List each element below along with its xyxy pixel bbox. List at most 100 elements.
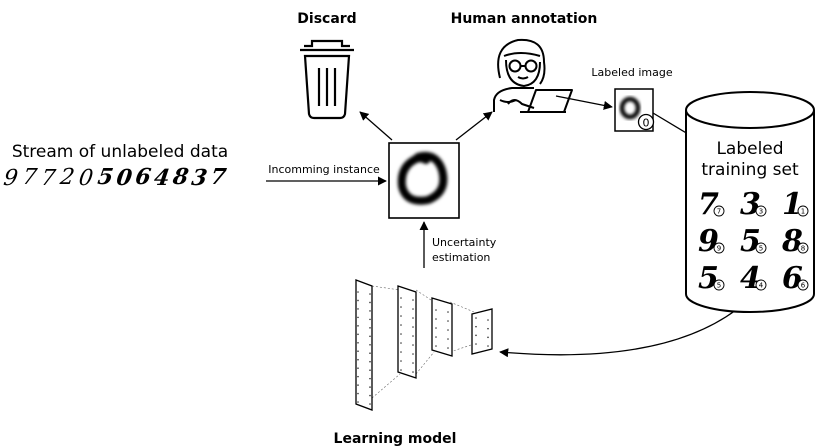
training-digit: 5: [740, 224, 761, 259]
training-digit: 4: [740, 261, 761, 296]
labeled-image-badge: 0: [643, 117, 650, 130]
training-digit: 5: [698, 261, 719, 296]
stream-digit: 4: [152, 165, 171, 191]
stream-digit: 7: [209, 164, 229, 190]
labeled-image-label: Labeled image: [591, 66, 672, 79]
stream-digit: 0: [77, 165, 95, 191]
stream-digit: 7: [40, 165, 59, 191]
training-label-text: 8: [801, 245, 805, 253]
neuron-dot: [447, 347, 449, 349]
neuron-dot: [357, 392, 359, 395]
training-label-text: 9: [717, 245, 721, 253]
neuron-dot: [412, 299, 414, 301]
neuron-dot: [369, 343, 371, 346]
neuron-dot: [400, 306, 402, 308]
training-digit: 9: [698, 224, 719, 259]
neuron-dot: [412, 308, 414, 310]
neuron-dot: [412, 317, 414, 319]
uncertainty-label-1: Uncertainty: [432, 236, 497, 249]
training-label-badge: [713, 279, 725, 291]
neuron-dot: [447, 329, 449, 331]
stream-digits: 0977205064837: [0, 164, 228, 191]
training-label-text: 7: [717, 208, 721, 216]
neuron-dot: [412, 362, 414, 364]
neuron-dot: [487, 327, 489, 330]
discard-arrow: [359, 111, 393, 141]
uncertainty-label-2: estimation: [432, 251, 490, 264]
training-digit: 1: [782, 187, 803, 222]
training-label-text: 4: [759, 282, 764, 290]
neuron-dot: [400, 351, 402, 353]
neuron-dot: [369, 386, 371, 388]
stream-digit: 0: [115, 165, 135, 191]
neuron-dot: [357, 384, 359, 386]
neuron-dot: [369, 369, 371, 371]
stream-digit: 0: [0, 164, 1, 190]
incoming-instance-label: Incomming instance: [268, 163, 380, 176]
neuron-dot: [369, 352, 371, 355]
stream-digit: 9: [2, 165, 20, 191]
stream-digit: 2: [58, 164, 77, 190]
neuron-dot: [357, 299, 359, 302]
neuron-dot: [357, 333, 359, 336]
neuron-dot: [412, 344, 414, 346]
neuron-dot: [357, 308, 359, 310]
training-set-label-2: training set: [701, 160, 799, 180]
neuron-dot: [369, 318, 371, 321]
neuron-dot: [357, 325, 359, 327]
trash-can-icon: [300, 39, 354, 120]
neuron-dot: [447, 338, 449, 340]
neuron-dot: [400, 333, 402, 335]
neuron-dot: [400, 342, 402, 344]
training-label-badge: [797, 242, 809, 254]
labeled-training-set-cylinder: [685, 91, 815, 313]
stream-digit: 6: [134, 164, 153, 190]
neuron-dot: [369, 293, 371, 295]
neuron-dot: [412, 353, 414, 355]
neuron-dot: [435, 309, 437, 311]
training-label-text: 3: [759, 208, 763, 216]
neuron-dot: [412, 335, 414, 337]
neuron-dot: [447, 311, 449, 313]
neuron-dot: [400, 324, 402, 326]
neuron-dot: [487, 336, 489, 339]
human-annotation-label: Human annotation: [451, 11, 598, 27]
neuron-dot: [369, 327, 371, 329]
neuron-dot: [487, 319, 489, 321]
neuron-dot: [369, 394, 371, 397]
neuron-dot: [400, 315, 402, 317]
neuron-dot: [447, 320, 449, 322]
training-set-label-1: Labeled: [716, 139, 783, 159]
label-arrow: [555, 95, 613, 110]
neuron-dot: [475, 343, 477, 345]
training-label-text: 1: [801, 208, 805, 216]
neuron-dot: [435, 318, 437, 320]
neuron-dot: [435, 345, 437, 347]
training-digit: 7: [698, 187, 719, 222]
training-label-badge: [797, 279, 809, 291]
neuron-dot: [357, 350, 359, 353]
training-label-text: 5: [717, 282, 721, 290]
training-digit: 6: [782, 261, 803, 296]
neuron-dot: [357, 401, 359, 403]
neuron-dot: [357, 316, 359, 319]
training-label-badge: [755, 205, 767, 217]
neuron-dot: [369, 301, 371, 304]
stream-digit: 7: [21, 164, 40, 190]
neuron-dot: [357, 341, 359, 344]
neuron-dot: [369, 403, 371, 405]
training-label-text: 5: [759, 245, 763, 253]
neuron-dot: [475, 334, 477, 337]
neuron-dot: [475, 325, 477, 328]
neuron-dot: [357, 291, 359, 293]
training-label-badge: [713, 242, 725, 254]
neuron-dot: [435, 327, 437, 329]
neuron-dot: [412, 326, 414, 328]
stream-title: Stream of unlabeled data: [12, 142, 228, 162]
neuron-dot: [369, 360, 371, 363]
neuron-dot: [412, 371, 414, 373]
training-label-badge: [797, 205, 809, 217]
